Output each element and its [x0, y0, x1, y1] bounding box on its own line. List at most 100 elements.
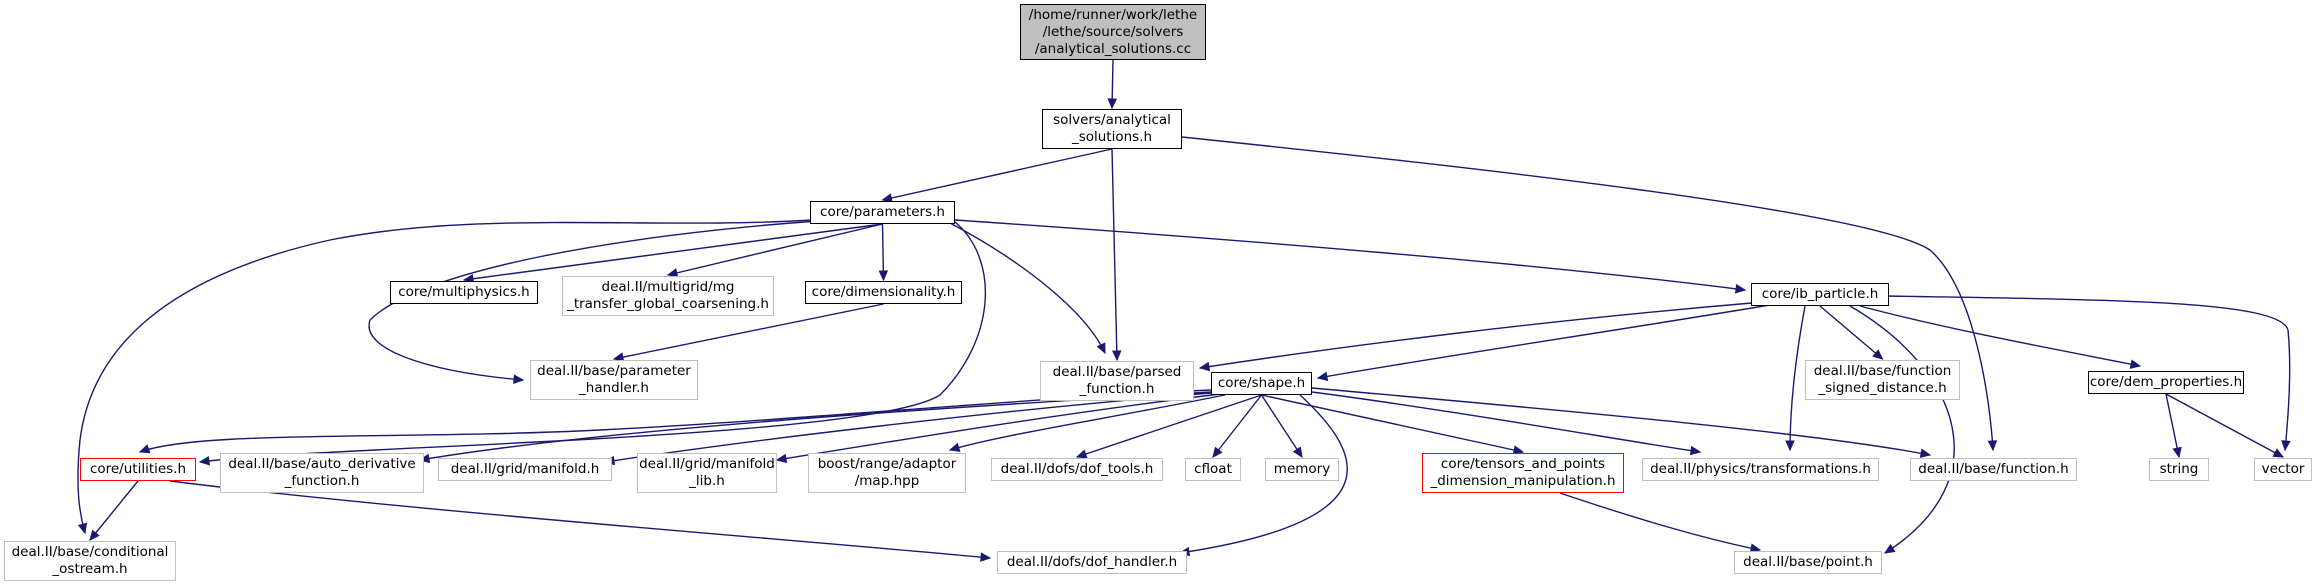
node-label-line: _handler.h	[579, 380, 649, 396]
node-label-line: _signed_distance.h	[1818, 380, 1947, 396]
arrowhead	[1212, 446, 1223, 458]
edge-core-parameters-to-dealii-cond-ostream	[77, 219, 813, 534]
arrowhead	[2281, 440, 2291, 452]
arrowhead	[980, 552, 992, 562]
arrowhead	[878, 270, 889, 282]
node-label-line: _ostream.h	[52, 561, 128, 577]
arrowhead	[1734, 284, 1747, 294]
arrowhead	[1919, 448, 1932, 458]
node-label-line: core/multiphysics.h	[398, 284, 530, 300]
arrowhead	[2129, 359, 2142, 369]
node-dealii-dof-handler[interactable]: deal.II/dofs/dof_handler.h	[997, 551, 1187, 574]
edge-solvers-analytical-to-dealii-function	[1181, 136, 1994, 451]
node-core-parameters[interactable]: core/parameters.h	[810, 201, 955, 224]
node-label-line: core/dimensionality.h	[811, 284, 956, 300]
node-label-line: core/shape.h	[1217, 375, 1306, 391]
node-dealii-manifold-lib[interactable]: deal.II/grid/manifold_lib.h	[637, 453, 777, 493]
node-label-line: /map.hpp	[854, 473, 920, 489]
edge-core-parameters-to-core-multiphysics	[463, 223, 883, 281]
node-label-line: core/tensors_and_points	[1440, 456, 1606, 472]
arrowhead	[77, 522, 88, 535]
node-dealii-auto-derivative[interactable]: deal.II/base/auto_derivative_function.h	[220, 453, 424, 493]
node-core-multiphysics[interactable]: core/multiphysics.h	[390, 281, 538, 304]
node-memory[interactable]: memory	[1265, 458, 1339, 481]
node-label-line: /lethe/source/solvers	[1042, 23, 1184, 40]
node-label-line: deal.II/dofs/dof_handler.h	[1006, 554, 1178, 570]
edge-core-ib-particle-to-core-shape	[1317, 304, 1771, 379]
node-core-tensors[interactable]: core/tensors_and_points_dimension_manipu…	[1422, 453, 1624, 493]
arrowhead	[1198, 361, 1211, 372]
edge-core-parameters-to-dealii-parsed-function	[949, 222, 1106, 354]
node-dealii-point[interactable]: deal.II/base/point.h	[1734, 551, 1882, 574]
node-label-line: deal.II/dofs/dof_tools.h	[1000, 461, 1154, 477]
arrowhead	[138, 444, 151, 454]
node-label-line: _function.h	[1079, 381, 1155, 397]
node-dealii-dof-tools[interactable]: deal.II/dofs/dof_tools.h	[991, 458, 1163, 481]
node-label-line: deal.II/base/function	[1813, 363, 1952, 379]
arrowhead	[198, 456, 211, 466]
node-label-line: solvers/analytical	[1053, 112, 1171, 128]
edge-core-shape-to-dealii-function	[1311, 387, 1931, 456]
edge-core-ib-particle-to-dealii-parsed-function	[1199, 302, 1753, 369]
edge-core-ib-particle-to-dealii-signed-distance	[1819, 305, 1883, 360]
node-vector[interactable]: vector	[2254, 458, 2312, 481]
node-dealii-signed-distance[interactable]: deal.II/base/function_signed_distance.h	[1805, 360, 1960, 400]
arrowhead	[513, 374, 525, 384]
node-label-line: boost/range/adaptor	[817, 456, 957, 472]
edge-core-shape-to-dealii-dof-tools	[1076, 394, 1262, 458]
arrowhead	[1785, 440, 1795, 452]
node-label-line: deal.II/base/parameter	[537, 363, 691, 379]
edge-core-ib-particle-to-core-dem-properties	[1859, 305, 2141, 367]
node-label-line: deal.II/multigrid/mg	[601, 279, 735, 295]
arrowhead	[1883, 543, 1896, 554]
node-core-ib-particle[interactable]: core/ib_particle.h	[1751, 283, 1889, 306]
node-dealii-parsed-function[interactable]: deal.II/base/parsed_function.h	[1040, 361, 1194, 401]
node-label-line: deal.II/base/conditional	[11, 544, 169, 560]
edge-core-shape-to-boost-map	[949, 394, 1226, 451]
node-core-dimensionality[interactable]: core/dimensionality.h	[805, 281, 962, 304]
node-cfloat[interactable]: cfloat	[1185, 458, 1241, 481]
node-core-utilities[interactable]: core/utilities.h	[80, 458, 196, 481]
node-label-line: _dimension_manipulation.h	[1430, 473, 1616, 489]
node-label-line: core/parameters.h	[820, 204, 945, 220]
arrowhead	[1075, 449, 1088, 459]
edge-core-ib-particle-to-dealii-point	[1849, 305, 1955, 554]
node-dealii-param-handler[interactable]: deal.II/base/parameter_handler.h	[530, 360, 698, 400]
node-label-line: _lib.h	[689, 473, 725, 489]
node-label-line: deal.II/base/parsed	[1052, 364, 1182, 380]
node-label-line: deal.II/base/auto_derivative	[228, 456, 416, 472]
edge-core-dem-properties-to-vector	[2165, 393, 2284, 458]
edge-core-dem-properties-to-string	[2165, 393, 2180, 458]
node-dealii-mg[interactable]: deal.II/multigrid/mg_transfer_global_coa…	[562, 276, 774, 316]
node-label-line: deal.II/grid/manifold	[639, 456, 775, 472]
node-string[interactable]: string	[2149, 458, 2209, 481]
node-core-dem-properties[interactable]: core/dem_properties.h	[2088, 371, 2244, 394]
edge-core-utilities-to-dealii-dof-handler	[169, 480, 991, 559]
node-dealii-function[interactable]: deal.II/base/function.h	[1910, 458, 2077, 481]
arrowhead	[1872, 349, 1884, 360]
node-label-line: memory	[1273, 461, 1331, 477]
node-label-line: vector	[2261, 461, 2305, 477]
node-dealii-transformations[interactable]: deal.II/physics/transformations.h	[1642, 458, 1879, 481]
node-label-line: /home/runner/work/lethe	[1028, 6, 1198, 23]
edge-core-parameters-to-dealii-mg	[667, 223, 883, 276]
edge-core-utilities-to-dealii-cond-ostream	[89, 480, 139, 541]
edge-core-shape-to-core-utilities	[139, 389, 1212, 453]
node-dealii-cond-ostream[interactable]: deal.II/base/conditional_ostream.h	[4, 541, 176, 581]
edge-core-parameters-to-core-utilities	[199, 221, 987, 463]
edge-core-tensors-to-dealii-point	[1559, 492, 1761, 551]
node-label-line: /analytical_solutions.cc	[1034, 40, 1192, 57]
arrowhead	[1316, 371, 1329, 382]
arrowhead	[1987, 440, 1998, 452]
edge-core-shape-to-dealii-dof-handler	[1179, 394, 1348, 554]
node-label-line: deal.II/grid/manifold.h	[450, 461, 600, 477]
node-root[interactable]: /home/runner/work/lethe/lethe/source/sol…	[1020, 4, 1206, 60]
node-solvers-analytical[interactable]: solvers/analytical_solutions.h	[1042, 109, 1182, 149]
node-dealii-manifold[interactable]: deal.II/grid/manifold.h	[438, 458, 612, 481]
node-core-shape[interactable]: core/shape.h	[1211, 372, 1312, 395]
edge-core-shape-to-dealii-auto-derivative	[419, 391, 1212, 461]
node-boost-map[interactable]: boost/range/adaptor/map.hpp	[808, 453, 966, 493]
node-label-line: _function.h	[284, 473, 360, 489]
